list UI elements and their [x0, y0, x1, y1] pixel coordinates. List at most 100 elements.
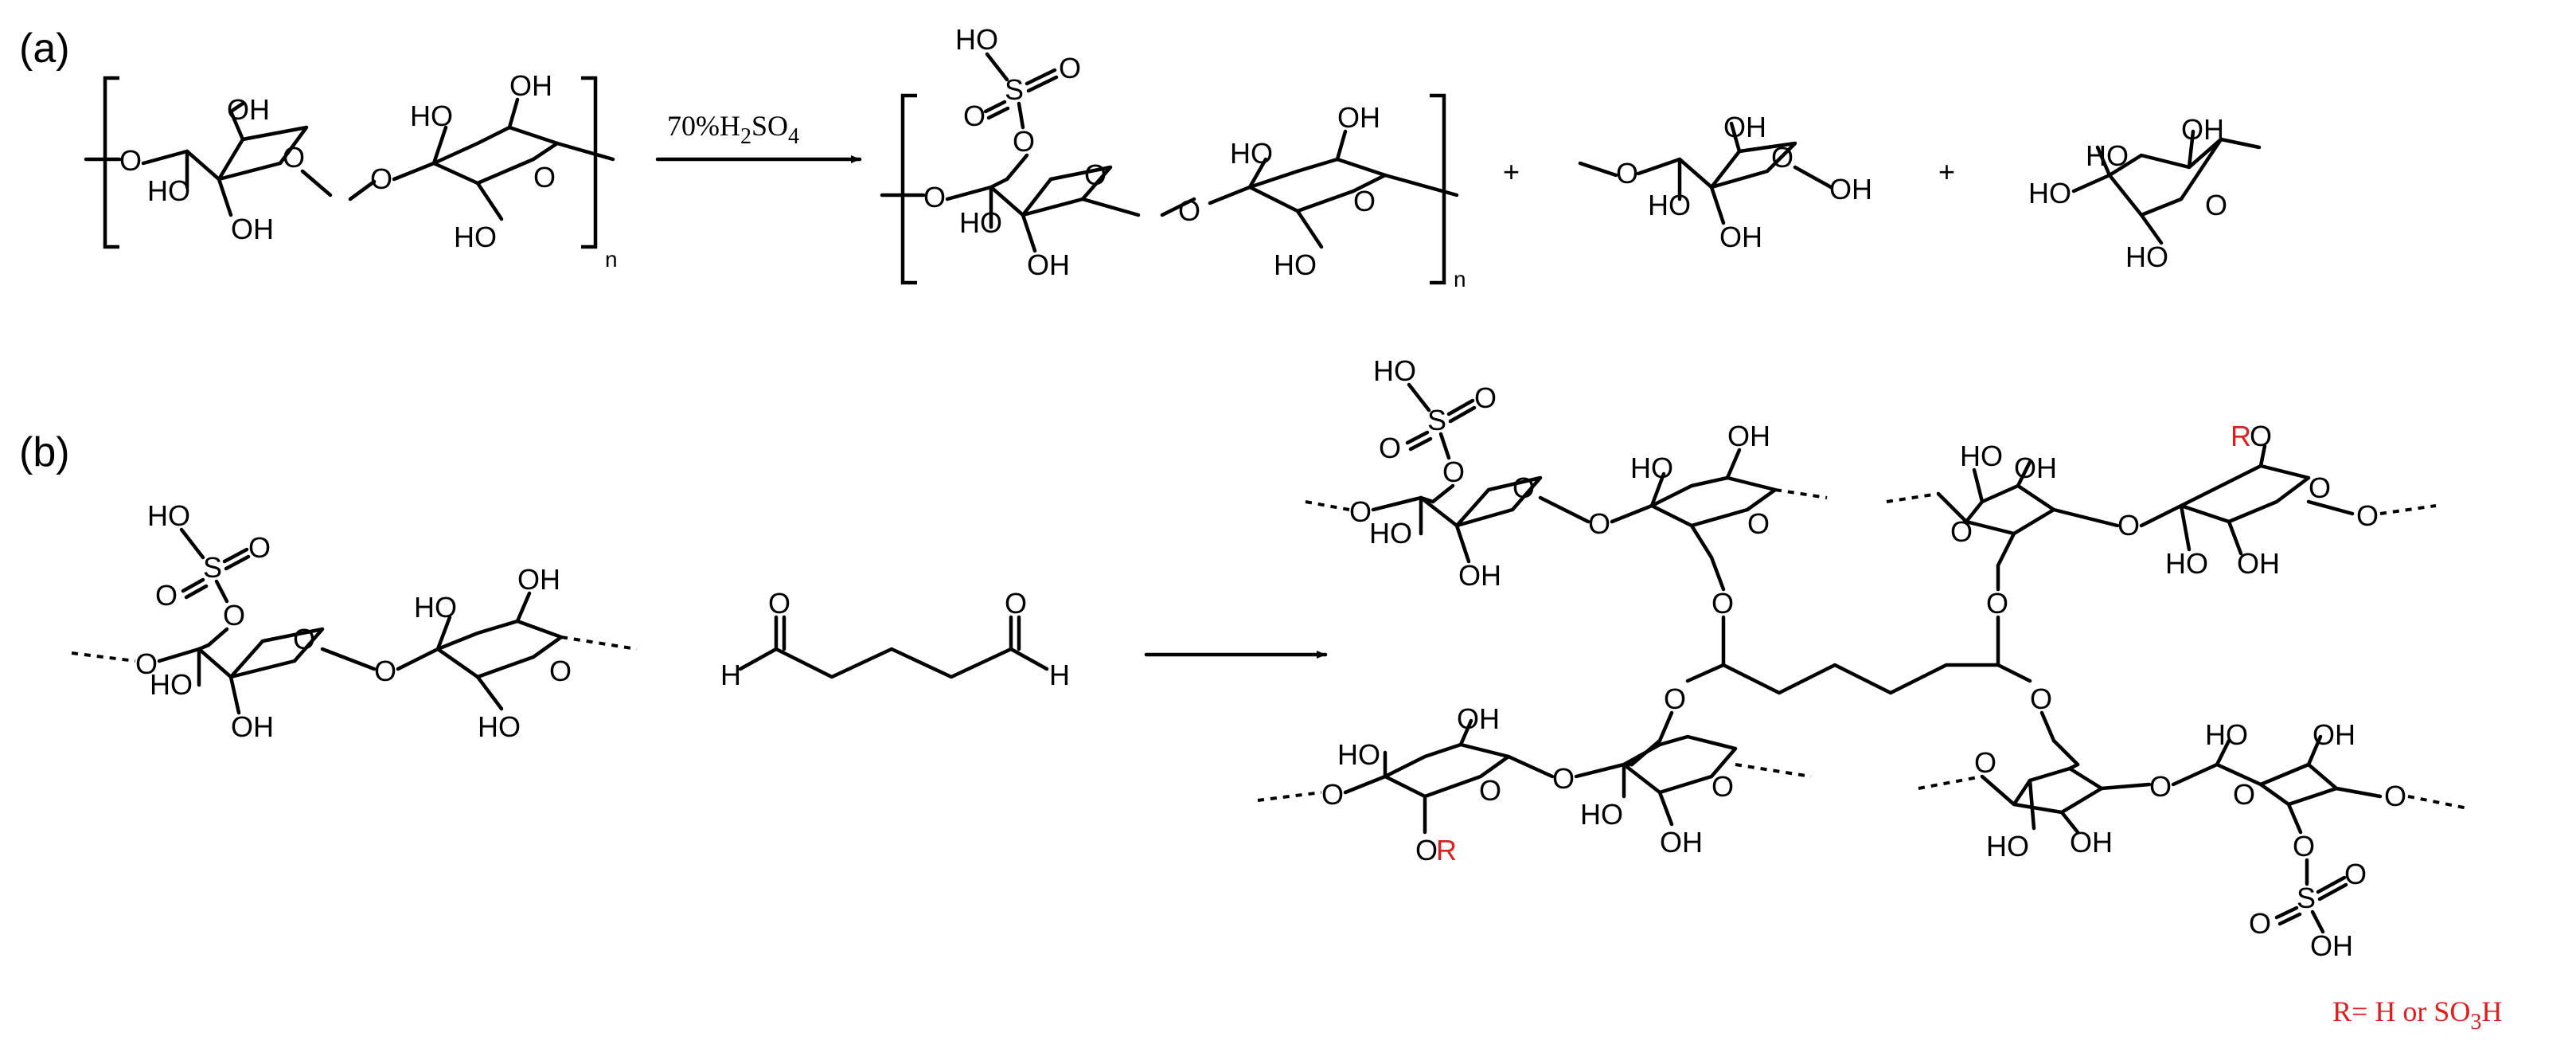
atom-s-3: S — [1427, 404, 1446, 436]
atom-o-s1b: O — [963, 100, 986, 132]
atom-ho-18: HO — [1337, 738, 1380, 771]
atom-s-2: S — [203, 551, 222, 584]
atom-ho-6: HO — [1274, 248, 1317, 281]
atom-ho-s3: HO — [1373, 354, 1416, 387]
atom-o-link-1: O — [119, 144, 142, 177]
atom-o-s4a: O — [2344, 858, 2367, 890]
atom-o-xl-2: O — [1986, 587, 2008, 620]
atom-ho-15: HO — [1630, 452, 1673, 484]
atom-o-glyco-5: O — [2117, 509, 2140, 542]
atom-oh-14: OH — [2014, 452, 2057, 484]
atom-o-ring-1: O — [283, 141, 305, 174]
atom-o-ring-8: O — [549, 655, 572, 687]
atom-o-xl-3: O — [1664, 682, 1686, 715]
atom-ho-12: HO — [414, 591, 457, 624]
atom-o-ald-1: O — [768, 587, 790, 620]
sulfated-cellulose-chain: HO S O O O O HO OH O O HO OH HO O — [71, 499, 638, 743]
atom-o-ring-2: O — [533, 161, 556, 194]
atom-oh-10: OH — [231, 710, 274, 743]
atom-o-link-7: O — [1321, 778, 1344, 811]
atom-oh-6: OH — [1723, 111, 1766, 143]
cellulose-structure: n O OH HO OH O O HO OH HO O — [84, 69, 618, 272]
plus-sign-1: + — [1503, 155, 1520, 188]
atom-o-ring-9: O — [1512, 471, 1535, 504]
atom-oh-s4: OH — [2310, 929, 2353, 962]
substituent-r-2: R — [1436, 834, 1457, 866]
atom-ho-5: HO — [1230, 137, 1273, 170]
atom-o-s2c: O — [223, 599, 245, 632]
repeat-n-2: n — [1454, 267, 1466, 291]
atom-o-s1c: O — [1013, 125, 1035, 158]
atom-ho-2: HO — [410, 100, 453, 132]
crosslinked-product: HO S O O O O HO OH O O HO OH O O — [1257, 354, 2469, 962]
atom-o-ring-11: O — [1950, 515, 1973, 548]
atom-s-1: S — [1005, 73, 1024, 106]
atom-oh-1: OH — [227, 93, 270, 126]
atom-ho-13: HO — [478, 710, 521, 743]
atom-o-ring-15: O — [1974, 746, 1996, 779]
atom-o-ring-3: O — [1084, 158, 1107, 191]
atom-oh-16: OH — [1457, 702, 1500, 735]
atom-o-glyco-4: O — [1588, 507, 1610, 540]
atom-ho-1: HO — [147, 174, 190, 207]
atom-ho-s2: HO — [147, 499, 190, 532]
atom-oh-5: OH — [1337, 101, 1380, 134]
atom-o-xl-4: O — [2030, 682, 2052, 715]
atom-oh-11: OH — [517, 563, 560, 596]
atom-o-ring-14: O — [1711, 770, 1734, 803]
atom-oh-7: OH — [1719, 221, 1762, 253]
atom-o-ring-10: O — [1747, 507, 1770, 540]
atom-ho-16: HO — [1960, 440, 2003, 472]
atom-oh-3: OH — [509, 69, 552, 102]
atom-o-link-8: O — [2384, 780, 2406, 812]
substituent-r-1: R — [2231, 420, 2251, 452]
atom-o-ring-6: O — [2205, 189, 2227, 221]
glutaraldehyde-structure: H O O H — [720, 587, 1070, 691]
atom-o-xl-1: O — [1711, 587, 1734, 620]
atom-ho-14: HO — [1369, 517, 1412, 550]
glucose-fragment-1: O HO OH OH O OH — [1578, 111, 1872, 253]
glucose-fragment-2: HO HO OH O HO — [2028, 113, 2262, 273]
atom-o-glyco-2: O — [1178, 194, 1200, 227]
atom-o-s1a: O — [1059, 52, 1081, 84]
atom-o-ring-12: O — [2309, 471, 2331, 504]
atom-s-4: S — [2297, 882, 2316, 914]
atom-o-link-6: O — [2356, 499, 2379, 532]
atom-o-s4b: O — [2249, 907, 2271, 940]
atom-ho-20: HO — [1986, 830, 2029, 862]
atom-oh-17: OH — [1660, 826, 1703, 858]
reagent-label: 70%H2SO4 — [667, 110, 799, 149]
repeat-n-1: n — [605, 247, 618, 272]
atom-o-ring-5: O — [1771, 141, 1793, 174]
atom-o-r2: O — [1415, 834, 1438, 866]
atom-ho-19: HO — [1580, 798, 1623, 831]
atom-ho-s1: HO — [955, 23, 998, 56]
atom-o-link-2: O — [923, 181, 946, 213]
atom-o-s4c: O — [2293, 830, 2315, 862]
atom-o-glyco-3: O — [374, 655, 396, 687]
atom-oh-19: OH — [2313, 718, 2355, 751]
panel-label-a: (a) — [19, 25, 70, 72]
atom-ho-21: HO — [2205, 718, 2248, 751]
atom-ho-7: HO — [1648, 189, 1691, 221]
atom-o-s2a: O — [248, 531, 271, 564]
atom-o-ring-4: O — [1353, 185, 1376, 217]
atom-ho-3: HO — [454, 221, 497, 253]
atom-oh-13: OH — [1727, 420, 1770, 452]
atom-oh-4: OH — [1027, 248, 1070, 281]
atom-o-link-5: O — [1349, 495, 1372, 528]
atom-o-ring-7: O — [293, 623, 315, 655]
atom-o-s3b: O — [1379, 432, 1401, 464]
atom-ho-8: HO — [2028, 177, 2071, 209]
atom-o-link-3: O — [1616, 157, 1638, 190]
atom-ho-17: HO — [2165, 547, 2208, 580]
atom-ho-10: HO — [2125, 241, 2168, 273]
atom-oh-12: OH — [1458, 559, 1501, 592]
atom-o-link-4: O — [135, 647, 158, 680]
atom-o-ring-13: O — [1479, 774, 1501, 807]
atom-o-ald-2: O — [1005, 587, 1027, 620]
plus-sign-2: + — [1938, 155, 1955, 188]
atom-o-s3a: O — [1474, 381, 1497, 414]
sulfated-cellulose-structure: n HO S O O O O HO OH O O HO OH HO O — [880, 23, 1466, 291]
